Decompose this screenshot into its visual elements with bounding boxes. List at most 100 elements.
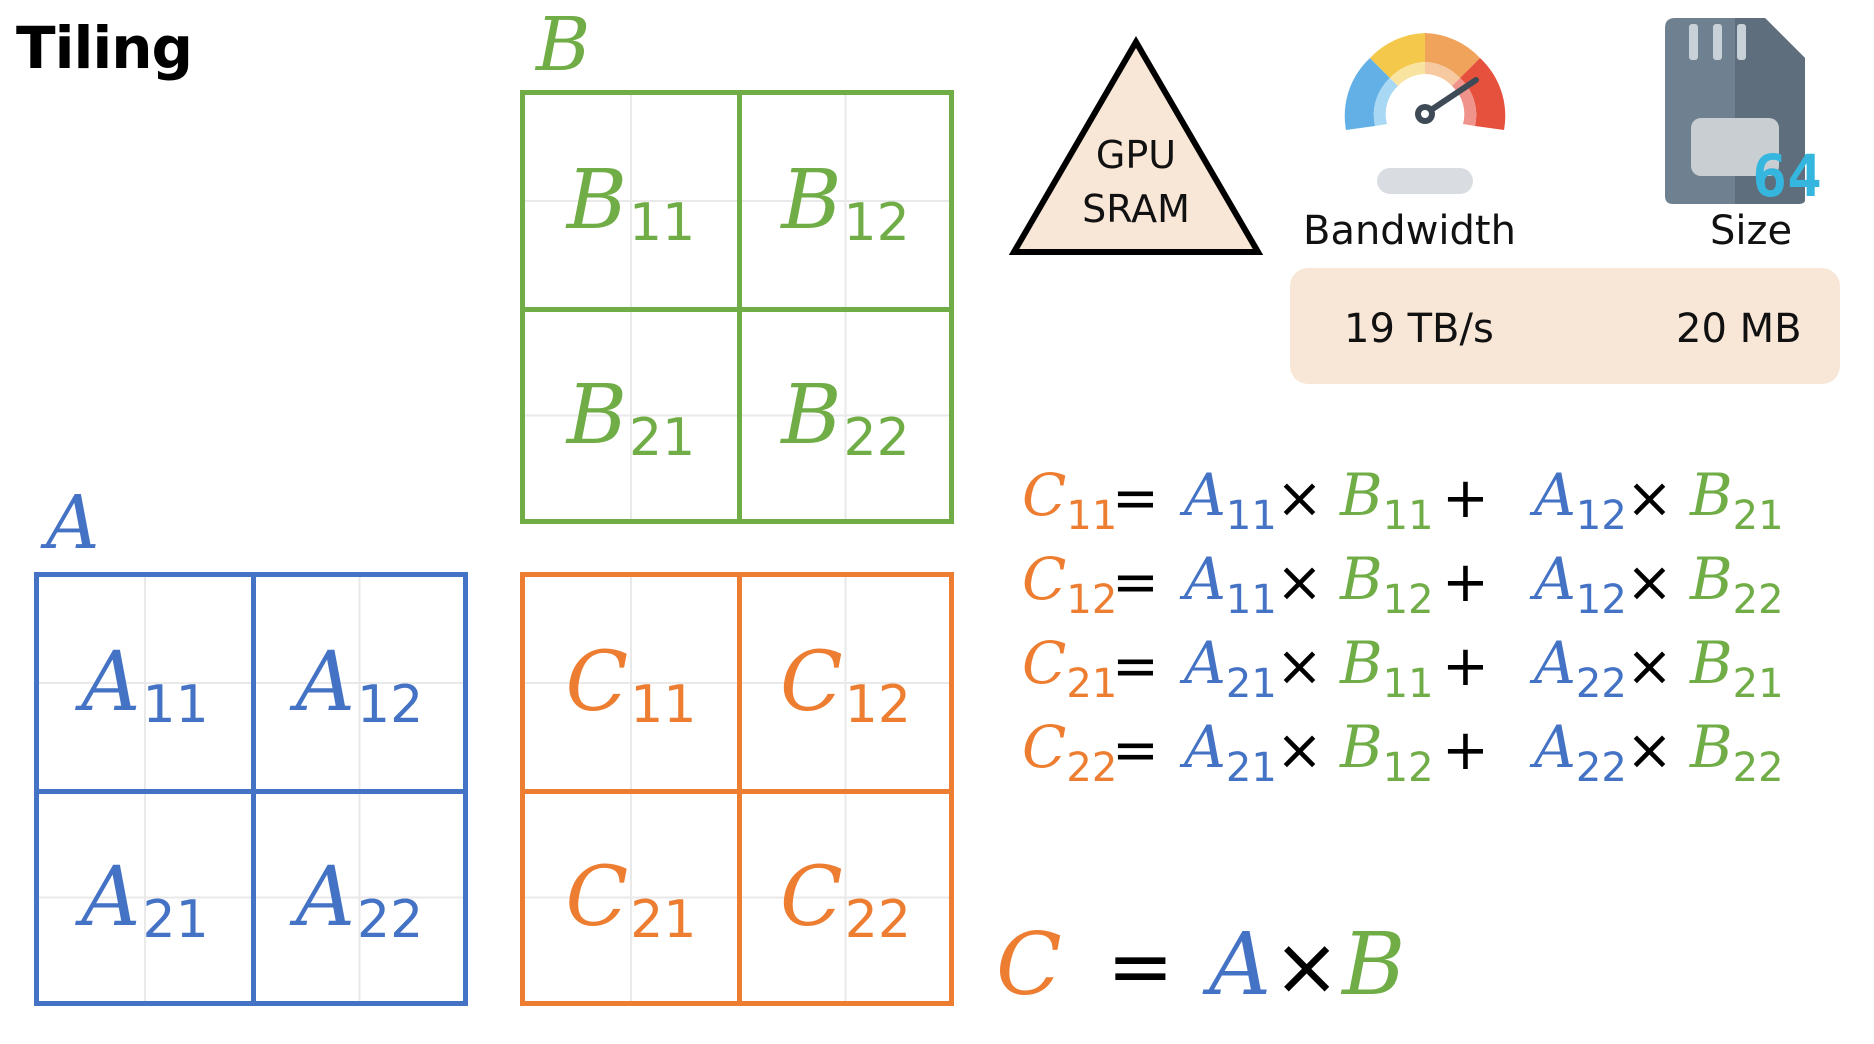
times-sign: × (1626, 718, 1673, 783)
term-subscript: 12 (1066, 577, 1118, 623)
plus-sign: + (1442, 466, 1489, 531)
cell-subscript: 12 (357, 675, 424, 735)
term-subscript: 21 (1732, 493, 1784, 539)
cell-base: B (781, 367, 842, 463)
term-base: A (1184, 461, 1226, 529)
term-subscript: 21 (1066, 661, 1118, 707)
term-subscript: 11 (1225, 493, 1277, 539)
equation-term: B21 (1690, 466, 1784, 539)
cell-base: C (565, 635, 629, 730)
term-subscript: 12 (1382, 577, 1434, 623)
equation-term: B12 (1340, 718, 1434, 791)
plus-sign: + (1442, 550, 1489, 615)
cell-base: B (566, 367, 628, 463)
cell-subscript: 21 (142, 889, 209, 950)
times-sign: × (1276, 466, 1323, 531)
cell-subscript: 11 (142, 675, 209, 735)
term-base: C (1022, 629, 1067, 697)
term-base: A (1534, 629, 1576, 697)
equation-term: A22 (1534, 718, 1627, 791)
cell-subscript: 12 (844, 675, 911, 735)
matrix-b-label: B (536, 2, 591, 88)
equation-term: C21 (1022, 634, 1117, 707)
card-capacity-text: 64 (1752, 142, 1822, 204)
equation-term: A22 (1534, 634, 1627, 707)
equation-term: B11 (1340, 466, 1434, 539)
term-base: A (1184, 545, 1226, 613)
bandwidth-value: 19 TB/s (1344, 306, 1494, 352)
cell-subscript: 11 (630, 675, 697, 735)
term-base: A (1534, 713, 1576, 781)
term-base: B (1340, 629, 1383, 697)
cell-subscript: 12 (843, 193, 910, 253)
term-subscript: 21 (1225, 745, 1277, 791)
term-base: B (1340, 461, 1383, 529)
cell-base: A (295, 849, 356, 945)
term-subscript: 22 (1066, 745, 1118, 791)
equation-term: A12 (1534, 550, 1627, 623)
sram-stats-panel (1290, 268, 1840, 384)
cell-subscript: 22 (843, 407, 910, 468)
equation-term: B11 (1340, 634, 1434, 707)
equation-term: A21 (1184, 634, 1277, 707)
cell-subscript: 21 (630, 889, 697, 950)
cell-base: C (780, 849, 843, 945)
term-base: B (1340, 545, 1383, 613)
cell-base: A (295, 635, 356, 730)
times-sign: × (1276, 634, 1323, 699)
equation-term: C12 (1022, 550, 1117, 623)
cell-base: C (780, 635, 843, 730)
equals-sign: = (1112, 718, 1159, 783)
sram-line1: GPU (1096, 133, 1176, 177)
equals-sign: = (1112, 550, 1159, 615)
cell-subscript: 21 (629, 407, 696, 468)
summary-a: A (1209, 915, 1272, 1015)
equation-term: B22 (1690, 550, 1784, 623)
term-subscript: 12 (1575, 577, 1627, 623)
equation-term: B22 (1690, 718, 1784, 791)
term-base: A (1184, 629, 1226, 697)
equation-term: C11 (1022, 466, 1117, 539)
term-subscript: 22 (1732, 745, 1784, 791)
term-base: C (1022, 461, 1067, 529)
equation-term: A11 (1184, 550, 1277, 623)
term-base: C (1022, 545, 1067, 613)
term-base: B (1690, 713, 1733, 781)
summary-c: C (996, 915, 1062, 1015)
term-base: A (1184, 713, 1226, 781)
times-sign: × (1626, 550, 1673, 615)
term-subscript: 11 (1382, 661, 1434, 707)
matrix-a-label: A (46, 480, 100, 566)
equation-term: B12 (1340, 550, 1434, 623)
cell-base: A (81, 849, 141, 945)
cell-base: B (781, 153, 842, 248)
sram-triangle-icon: GPU SRAM (1008, 36, 1264, 255)
plus-sign: + (1442, 634, 1489, 699)
speedometer-icon (1344, 33, 1506, 194)
term-subscript: 22 (1575, 745, 1627, 791)
equation-term: A21 (1184, 718, 1277, 791)
term-subscript: 22 (1732, 577, 1784, 623)
summary-equals: = (1106, 920, 1174, 1013)
term-subscript: 12 (1575, 493, 1627, 539)
term-base: A (1534, 545, 1576, 613)
times-sign: × (1276, 718, 1323, 783)
term-base: A (1534, 461, 1576, 529)
term-subscript: 12 (1382, 745, 1434, 791)
times-sign: × (1626, 634, 1673, 699)
memory-card-icon: 64 (1665, 18, 1822, 204)
term-subscript: 11 (1225, 577, 1277, 623)
summary-b: B (1342, 915, 1406, 1015)
